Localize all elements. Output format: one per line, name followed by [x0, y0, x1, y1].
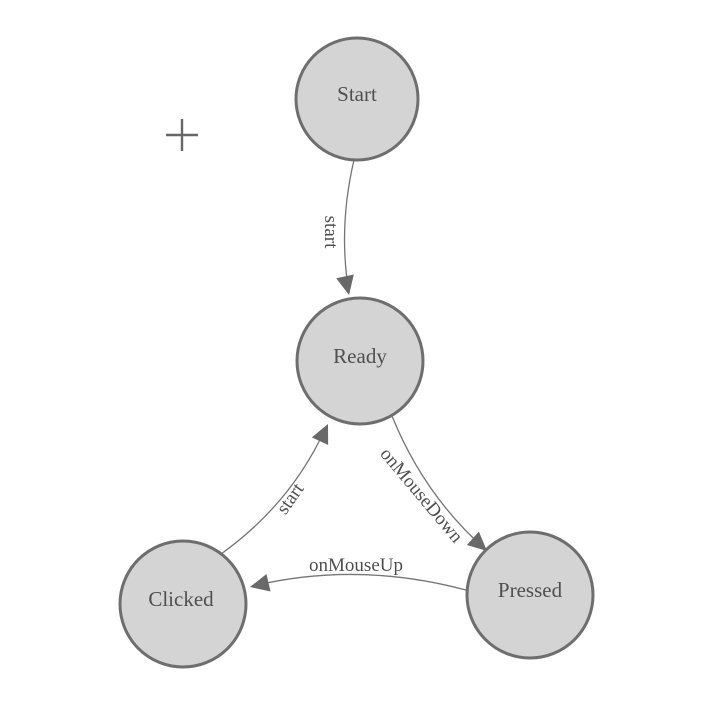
- transition-label: onMouseUp: [309, 555, 403, 576]
- state-label-start: Start: [337, 82, 377, 106]
- state-circle[interactable]: [295, 296, 425, 426]
- arrowhead-icon: [336, 274, 354, 295]
- transition-label: onMouseDown: [376, 444, 468, 548]
- transition-ready-pressed[interactable]: onMouseDown: [376, 415, 494, 558]
- transition-clicked-ready[interactable]: start: [220, 420, 336, 555]
- transition-pressed-clicked[interactable]: onMouseUp: [248, 555, 467, 596]
- state-node-clicked[interactable]: Clicked: [118, 539, 248, 669]
- state-node-start[interactable]: Start: [294, 36, 420, 162]
- arrowhead-icon: [311, 424, 329, 446]
- state-label-clicked: Clicked: [148, 587, 214, 611]
- state-node-pressed[interactable]: Pressed: [465, 530, 595, 660]
- arrowhead-icon: [250, 573, 271, 592]
- state-circle[interactable]: [294, 36, 420, 162]
- state-node-ready[interactable]: Ready: [295, 296, 425, 426]
- state-label-pressed: Pressed: [498, 578, 563, 602]
- plus-cursor-icon: [166, 119, 198, 151]
- transition-label: start: [273, 479, 309, 518]
- transition-start-ready[interactable]: start: [320, 159, 358, 297]
- arrowhead-icon: [466, 531, 487, 551]
- edge-line[interactable]: [391, 415, 486, 550]
- edge-line[interactable]: [220, 426, 327, 555]
- state-circle[interactable]: [465, 530, 595, 660]
- state-circle[interactable]: [118, 539, 248, 669]
- edge-line[interactable]: [252, 573, 467, 591]
- transition-label: start: [320, 216, 341, 249]
- state-label-ready: Ready: [333, 344, 387, 368]
- edge-line[interactable]: [343, 159, 355, 294]
